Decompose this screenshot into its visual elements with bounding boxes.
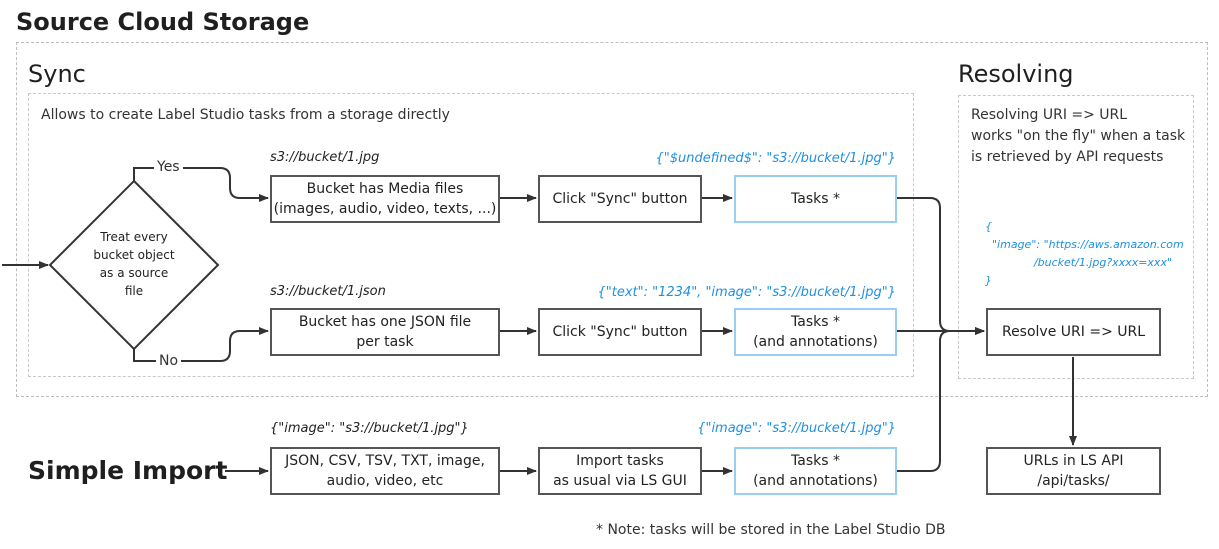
import-formats-label: JSON, CSV, TSV, TXT, image, audio, video… (285, 453, 485, 489)
import-tasks-label: Tasks * (and annotations) (753, 453, 878, 489)
bucket-media-files-label: Bucket has Media files (images, audio, v… (273, 181, 497, 217)
no-label: No (156, 353, 182, 369)
no-tasks-box: Tasks * (and annotations) (734, 308, 897, 356)
import-json-label-left: {"image": "s3://bucket/1.jpg"} (270, 421, 469, 436)
import-formats-box: JSON, CSV, TSV, TXT, image, audio, video… (270, 447, 500, 495)
no-click-sync-label: Click "Sync" button (552, 324, 688, 340)
yes-uri-label: s3://bucket/1.jpg (270, 150, 380, 165)
simple-import-title: Simple Import (28, 456, 228, 485)
decision-text: Treat every bucket object as a source fi… (93, 230, 175, 298)
source-cloud-storage-container (16, 42, 1208, 397)
bucket-media-files-box: Bucket has Media files (images, audio, v… (270, 175, 500, 223)
no-arrow (133, 327, 269, 362)
yes-tasks-label: Tasks * (791, 191, 840, 207)
source-cloud-storage-title: Source Cloud Storage (16, 8, 310, 36)
import-json-label-right: {"image": "s3://bucket/1.jpg"} (697, 421, 896, 436)
import-tasks-gui-label: Import tasks as usual via LS GUI (553, 453, 687, 489)
no-tasks-label: Tasks * (and annotations) (753, 314, 878, 350)
ls-api-label: URLs in LS API /api/tasks/ (1023, 453, 1124, 489)
resolve-uri-box: Resolve URI => URL (986, 308, 1161, 356)
sync-container (28, 93, 914, 377)
no-json-label: {"text": "1234", "image": "s3://bucket/1… (597, 285, 896, 300)
bucket-json-file-box: Bucket has one JSON file per task (270, 308, 500, 356)
bucket-json-file-label: Bucket has one JSON file per task (298, 314, 472, 350)
sync-description: Allows to create Label Studio tasks from… (41, 107, 450, 123)
yes-label: Yes (154, 159, 183, 175)
storage-note: * Note: tasks will be stored in the Labe… (596, 522, 946, 538)
yes-json-label: {"$undefined$": "s3://bucket/1.jpg"} (655, 151, 896, 166)
sync-title: Sync (28, 60, 86, 88)
yes-tasks-box: Tasks * (734, 175, 897, 223)
resolving-description: Resolving URI => URL works "on the fly" … (971, 107, 1186, 165)
resolving-title: Resolving (958, 60, 1074, 88)
yes-click-sync-box: Click "Sync" button (538, 175, 702, 223)
yes-arrow (133, 167, 269, 202)
ls-api-box: URLs in LS API /api/tasks/ (986, 447, 1161, 495)
no-uri-label: s3://bucket/1.json (270, 284, 386, 299)
yes-tasks-to-resolve-arrow (897, 197, 985, 335)
resolving-json-example: { "image": "https://aws.amazon.com /buck… (985, 220, 1184, 287)
resolving-container (958, 95, 1194, 379)
yes-click-sync-label: Click "Sync" button (552, 191, 688, 207)
import-tasks-gui-box: Import tasks as usual via LS GUI (538, 447, 702, 495)
import-tasks-to-resolve-arrow (897, 330, 951, 472)
resolve-uri-label: Resolve URI => URL (1001, 324, 1146, 340)
no-click-sync-box: Click "Sync" button (538, 308, 702, 356)
import-tasks-box: Tasks * (and annotations) (734, 447, 897, 495)
